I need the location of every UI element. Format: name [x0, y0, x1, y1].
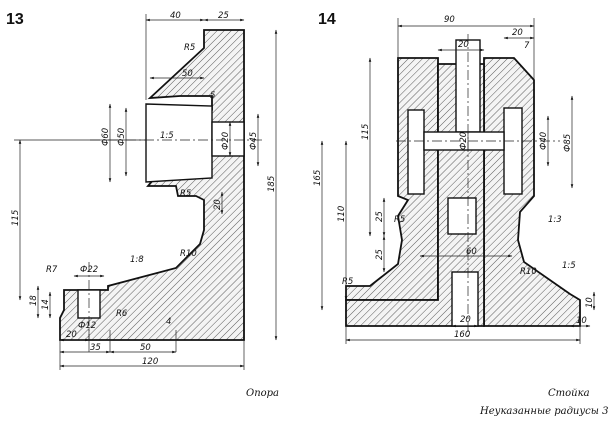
dim-90-label: 90	[444, 15, 455, 25]
dim-phi60-label: Ф60	[101, 128, 111, 146]
figure-14-number: 14	[318, 11, 336, 28]
slope-label: 1:5	[562, 261, 576, 271]
dim-20-label: 20	[213, 199, 223, 210]
dim-b120-label: 120	[142, 357, 158, 367]
dim-phi50-label: Ф50	[117, 128, 127, 146]
dim-phi12: Ф12	[78, 321, 96, 331]
dim-50-top-label: 50	[182, 69, 193, 79]
dim-phi85-label: Ф85	[563, 134, 573, 152]
dim-40-label: 40	[170, 11, 181, 21]
dim-phi20-label: Ф20	[459, 132, 469, 150]
figure-13: 13 40 25 R5 50 5 Ф60 Ф50 1:5 Ф20 Ф45 R5 …	[6, 11, 279, 399]
dim-r5-mid: R5	[180, 189, 191, 199]
dim-phi45-label: Ф45	[249, 132, 259, 150]
center-slot-top	[455, 39, 481, 133]
dim-7-label: 7	[524, 41, 530, 51]
dim-14-label: 14	[41, 299, 51, 310]
dim-b35-label: 35	[90, 343, 101, 353]
dim-185-label: 185	[267, 176, 277, 192]
dim-r5a: R5	[394, 215, 405, 225]
dim-10b-label: 10	[576, 316, 587, 326]
dim-r7: R7	[46, 265, 58, 275]
dim-r6: R6	[116, 309, 128, 319]
left-bore	[407, 109, 425, 195]
figure-13-caption: Опора	[246, 388, 279, 399]
cone-bore	[145, 103, 213, 183]
dim-25-label: 25	[218, 11, 229, 21]
dim-r5-top: R5	[184, 43, 195, 53]
dim-b50-label: 50	[140, 343, 151, 353]
dim-115-label: 115	[361, 124, 371, 140]
slope-label: 1:8	[130, 255, 144, 265]
dim-165-label: 165	[313, 170, 323, 186]
dim-20a-label: 20	[458, 40, 469, 50]
dim-phi22: Ф22	[80, 265, 98, 275]
center-slot-mid	[447, 197, 477, 235]
dim-b160-label: 160	[454, 330, 470, 340]
right-bore	[503, 107, 523, 195]
dim-115-label: 115	[11, 210, 21, 226]
support-body	[59, 29, 245, 341]
dim-b20-label: 20	[460, 315, 471, 325]
dim-phi40-label: Ф40	[539, 132, 549, 150]
dim-25b-label: 25	[375, 249, 385, 260]
small-bore	[211, 121, 245, 157]
dim-10a-label: 10	[585, 297, 595, 308]
dim-4: 4	[166, 317, 171, 327]
figure-14-caption: Стойка	[548, 388, 590, 399]
dim-r5b: R5	[342, 277, 353, 287]
dim-phi20-label: Ф20	[221, 132, 231, 150]
figure-13-number: 13	[6, 11, 24, 28]
stand-body-right	[483, 57, 581, 327]
dim-r10: R10	[520, 267, 537, 277]
dim-b20-label: 20	[66, 330, 77, 340]
figure-14: 14 90 20 20 7 Ф20 Ф40 Ф85 165 115	[313, 11, 608, 417]
dim-110-label: 110	[337, 206, 347, 222]
dim-60-label: 60	[466, 247, 477, 257]
taper-label: 1:3	[548, 215, 562, 225]
dim-25a-label: 25	[375, 211, 385, 222]
figure-14-note: Неуказанные радиусы 3мм	[479, 406, 608, 417]
dim-r10: R10	[180, 249, 197, 259]
dim-5-label: 5	[210, 91, 215, 101]
taper-label: 1:5	[160, 131, 174, 141]
dim-18-label: 18	[29, 295, 39, 306]
dim-20b-label: 20	[512, 28, 523, 38]
